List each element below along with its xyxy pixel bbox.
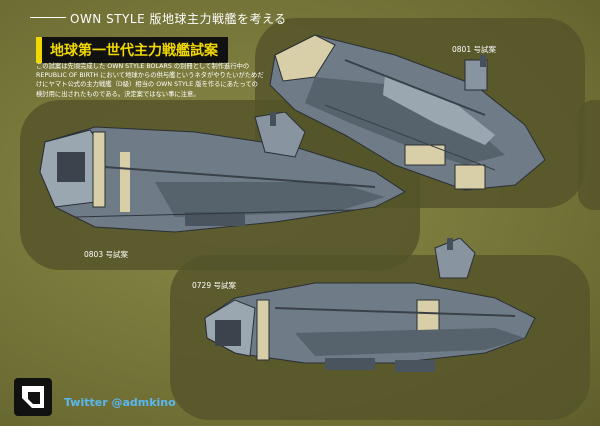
ship-label-0801: 0801 号試案 bbox=[452, 45, 496, 54]
ship-label-0729: 0729 号試案 bbox=[192, 281, 236, 290]
battleship-0729-illustration bbox=[204, 238, 536, 372]
twitter-handle: Twitter @admkino bbox=[64, 396, 176, 409]
battleship-0803-illustration bbox=[39, 112, 406, 233]
background-panel-right-edge bbox=[578, 100, 600, 210]
description-text: この試案は先頃完成した OWN STYLE BOLARS の別冊として制作進行中… bbox=[36, 63, 264, 98]
battleship-0801-illustration bbox=[269, 34, 546, 191]
main-title: 地球第一世代主力戦艦試案 bbox=[36, 37, 228, 63]
series-title: OWN STYLE 版地球主力戦艦を考える bbox=[30, 12, 287, 26]
artist-logo-icon bbox=[14, 378, 52, 416]
ship-label-0803: 0803 号試案 bbox=[84, 250, 128, 259]
